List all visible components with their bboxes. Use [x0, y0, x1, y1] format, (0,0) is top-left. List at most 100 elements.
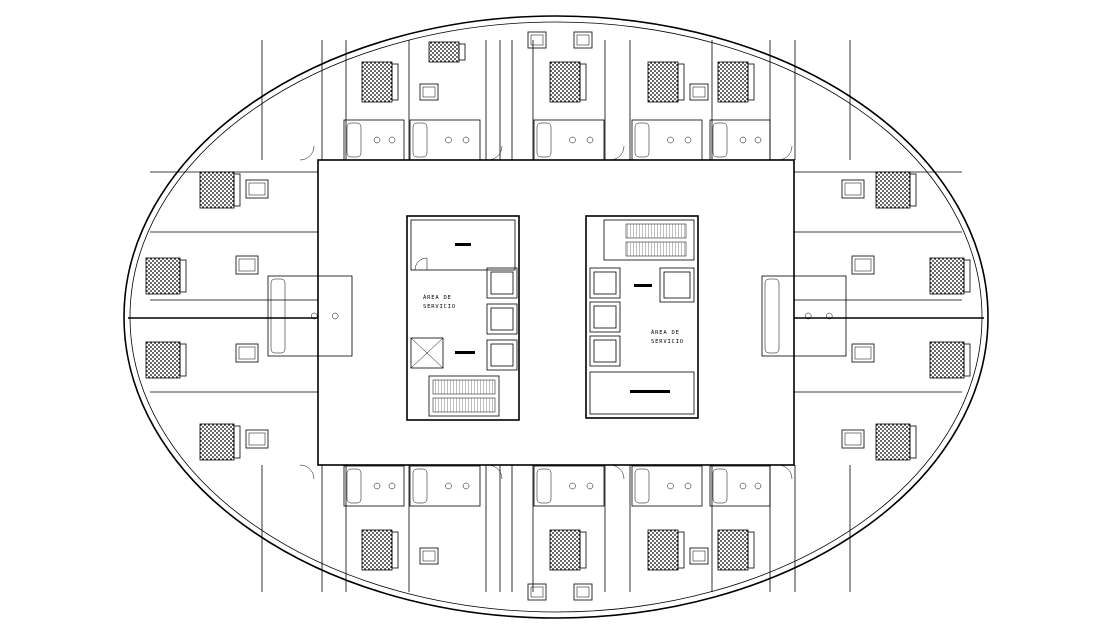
stair-treads: [625, 241, 687, 257]
sink: [388, 136, 396, 144]
bed-headboard: [458, 43, 466, 61]
bathroom: [631, 119, 703, 161]
armchair-seat: [238, 258, 256, 272]
armchair: [527, 583, 547, 601]
toilet: [569, 482, 576, 490]
armchair: [851, 255, 875, 275]
toilet: [667, 482, 674, 490]
toilet: [310, 312, 318, 320]
bed: [717, 61, 749, 103]
bed-headboard: [747, 63, 755, 101]
service-elevator: [659, 267, 695, 303]
bathtub: [536, 468, 552, 504]
armchair-seat: [248, 182, 266, 196]
bed: [647, 61, 679, 103]
bathtub: [634, 122, 650, 158]
central-corridor: [317, 159, 795, 466]
bed: [929, 341, 965, 379]
bed-headboard: [579, 63, 587, 101]
elevator-shaft: [589, 267, 621, 299]
stair-left: [428, 375, 500, 417]
bathroom: [409, 465, 481, 507]
core-right-room: [589, 371, 695, 415]
bathroom: [533, 465, 605, 507]
service-elevator-car: [663, 271, 691, 299]
inner-facade: [129, 21, 983, 613]
elevator-car: [593, 305, 617, 329]
bathtub: [536, 122, 552, 158]
bathroom: [267, 275, 353, 357]
outer-facade: [123, 15, 989, 619]
shaft-opening: [410, 337, 444, 369]
bed-headboard: [909, 173, 917, 207]
stair-treads: [432, 397, 496, 413]
door-swing: [777, 145, 793, 161]
sink: [754, 136, 762, 144]
armchair: [235, 343, 259, 363]
elevator-car: [490, 271, 514, 295]
bed-headboard: [233, 173, 241, 207]
elevator-car: [593, 339, 617, 363]
service-area-label: SERVICIO: [423, 304, 456, 310]
armchair: [841, 429, 865, 449]
armchair: [419, 83, 439, 101]
toilet: [739, 136, 747, 144]
core-right-dash: [630, 390, 670, 393]
armchair: [527, 31, 547, 49]
bed-headboard: [179, 343, 187, 377]
bathroom: [709, 465, 771, 507]
toilet: [739, 482, 747, 490]
armchair: [851, 343, 875, 363]
elevator-car: [490, 307, 514, 331]
elevator-shaft: [486, 267, 518, 299]
core-left-dash: [455, 351, 475, 354]
bed: [717, 529, 749, 571]
bed-headboard: [579, 531, 587, 569]
bed: [549, 61, 581, 103]
core-left-dash: [455, 243, 471, 246]
bed: [199, 423, 235, 461]
armchair: [841, 179, 865, 199]
service-area-label: ÁREA DE: [651, 329, 680, 336]
armchair-seat: [854, 346, 872, 360]
sink: [388, 482, 396, 490]
core-left-outline: [406, 215, 520, 421]
bed-headboard: [963, 259, 971, 293]
armchair-seat: [576, 34, 590, 46]
armchair: [689, 83, 709, 101]
armchair-seat: [238, 346, 256, 360]
bathtub: [270, 278, 286, 354]
door-swing: [487, 145, 503, 161]
door-swing: [609, 145, 625, 161]
sink: [331, 312, 339, 320]
armchair-seat: [530, 34, 544, 46]
bathtub: [712, 468, 728, 504]
bed-headboard: [179, 259, 187, 293]
bathroom: [761, 275, 847, 357]
armchair-seat: [692, 86, 706, 98]
core-right: ÁREA DE SERVICIO: [585, 215, 699, 419]
bathroom: [709, 119, 771, 161]
armchair-seat: [422, 86, 436, 98]
core-left-upper-room: [410, 219, 516, 271]
sink: [825, 312, 833, 320]
bathtub: [634, 468, 650, 504]
bed: [428, 41, 460, 63]
elevator-car: [490, 343, 514, 367]
bed-headboard: [391, 531, 399, 569]
sink: [462, 482, 470, 490]
elevator-shaft: [486, 339, 518, 371]
building-envelope: [123, 15, 989, 619]
bathtub: [346, 122, 362, 158]
armchair: [573, 31, 593, 49]
sink: [586, 482, 594, 490]
armchair-seat: [248, 432, 266, 446]
door-swing: [487, 464, 503, 480]
armchair-seat: [844, 182, 862, 196]
bathtub: [764, 278, 780, 354]
sink: [684, 136, 692, 144]
sink: [754, 482, 762, 490]
armchair-seat: [576, 586, 590, 598]
bed: [929, 257, 965, 295]
armchair-seat: [844, 432, 862, 446]
